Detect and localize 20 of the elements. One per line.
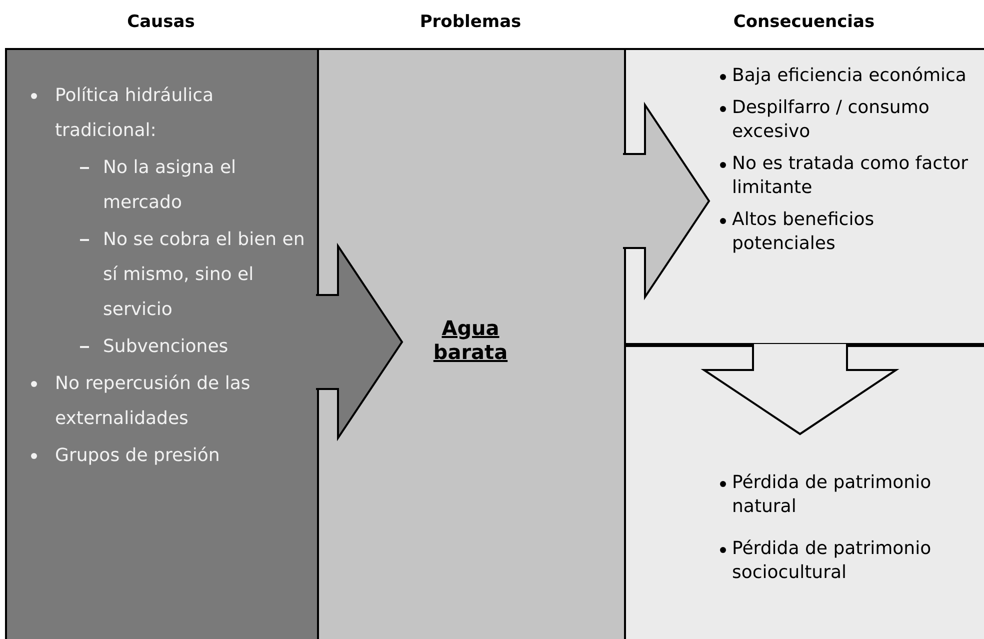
list-item-text: No es tratada como factor limitante <box>732 152 970 200</box>
list-item-text: Baja eficiencia económica <box>732 64 966 88</box>
column-heading: Consecuencias <box>732 11 876 34</box>
list-item-text: Política hidráulica tradicional: <box>55 84 215 143</box>
list-item-text: Altos beneficios potenciales <box>732 208 876 256</box>
list-item-text: Subvenciones <box>103 335 228 359</box>
column-panel <box>624 345 984 639</box>
list-item-text: Grupos de presión <box>55 444 220 468</box>
block-arrow <box>315 242 404 442</box>
list-item-text: Despilfarro / consumo excesivo <box>732 96 930 144</box>
block-arrow <box>622 102 710 300</box>
block-arrow <box>700 343 900 436</box>
list-item-text: Pérdida de patrimonio sociocultural <box>732 537 932 585</box>
list-item-text: No se cobra el bien en sí mismo, sino el servicio <box>103 228 306 322</box>
list-item-text: Pérdida de patrimonio natural <box>732 471 932 519</box>
problem-text: Agua barata <box>432 316 509 364</box>
column-heading: Problemas <box>418 11 522 34</box>
list-item-text: No repercusión de las externalidades <box>55 372 252 431</box>
column-heading: Causas <box>126 11 196 34</box>
list-item-text: No la asigna el mercado <box>103 156 238 215</box>
